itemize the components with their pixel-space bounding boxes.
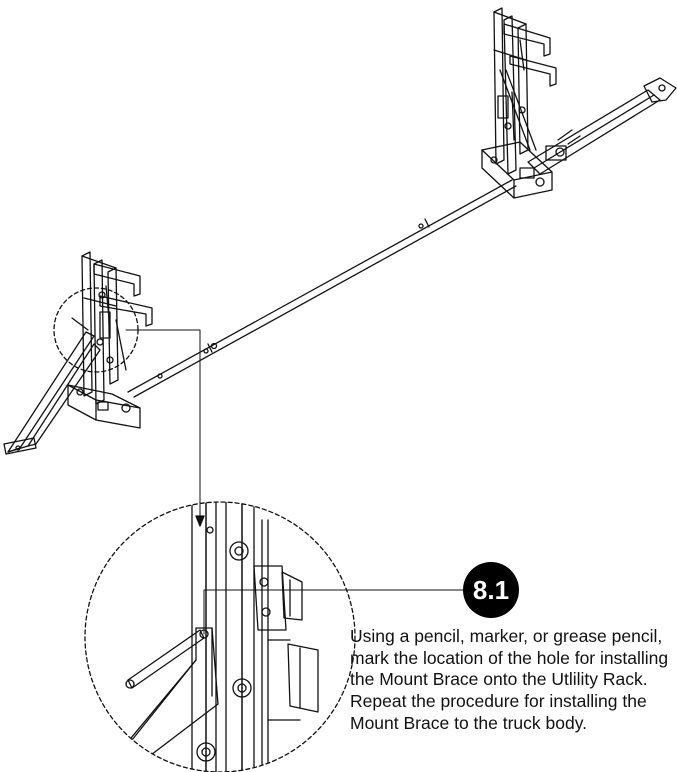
callout-detail-circle (84, 501, 356, 772)
step-number-badge: 8.1 (463, 562, 519, 618)
callout-arrowhead (195, 515, 205, 527)
step-leader-line (203, 589, 464, 635)
callout-leader-line (125, 329, 201, 521)
step-instruction-text: Using a pencil, marker, or grease pencil… (350, 626, 669, 733)
crossbar (127, 179, 517, 398)
mount-brace (3, 317, 101, 455)
detail-view (95, 502, 319, 772)
front-stand (481, 7, 557, 199)
rear-stand (67, 251, 153, 429)
front-support-arm (527, 77, 677, 175)
